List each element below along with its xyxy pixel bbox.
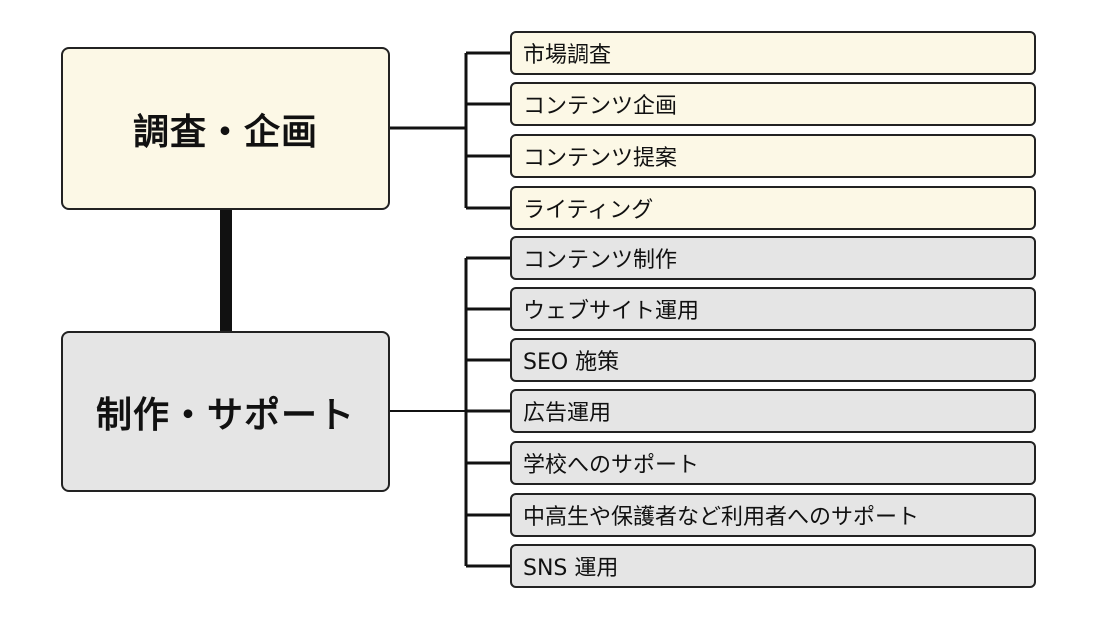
research-planning-box: 調査・企画 — [61, 47, 390, 210]
item-label: 市場調査 — [523, 43, 612, 68]
item-market-research: 市場調査 — [510, 31, 1036, 75]
item-label: コンテンツ提案 — [523, 146, 678, 171]
item-label: コンテンツ制作 — [523, 248, 678, 273]
item-writing: ライティング — [510, 186, 1036, 230]
production-support-title: 制作・サポート — [95, 394, 355, 436]
item-sns-operation: SNS 運用 — [510, 544, 1036, 588]
item-seo: SEO 施策 — [510, 338, 1036, 382]
item-label: SNS 運用 — [523, 556, 619, 581]
research-planning-title: 調査・企画 — [132, 111, 318, 153]
item-label: ライティング — [523, 198, 654, 223]
item-website-operation: ウェブサイト運用 — [510, 287, 1036, 331]
item-label: 学校へのサポート — [523, 453, 700, 478]
item-ad-operation: 広告運用 — [510, 389, 1036, 433]
group-link-line — [220, 210, 232, 331]
item-label: SEO 施策 — [523, 350, 620, 375]
item-label: 中高生や保護者など利用者へのサポート — [523, 505, 920, 530]
item-label: 広告運用 — [523, 401, 612, 426]
item-label: コンテンツ企画 — [523, 94, 678, 119]
item-user-support: 中高生や保護者など利用者へのサポート — [510, 493, 1036, 537]
item-school-support: 学校へのサポート — [510, 441, 1036, 485]
item-label: ウェブサイト運用 — [523, 299, 700, 324]
item-content-proposal: コンテンツ提案 — [510, 134, 1036, 178]
item-content-production: コンテンツ制作 — [510, 236, 1036, 280]
production-support-box: 制作・サポート — [61, 331, 390, 492]
item-content-planning: コンテンツ企画 — [510, 82, 1036, 126]
